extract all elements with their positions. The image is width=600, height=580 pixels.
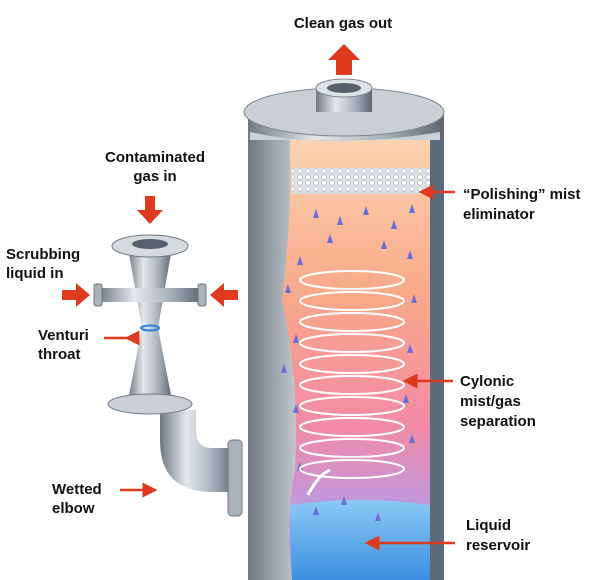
clean-gas-arrow	[328, 44, 360, 75]
label-clean-gas-out: Clean gas out	[294, 15, 392, 32]
label-separation-2: mist/gas	[460, 393, 521, 410]
liquid-in-left-arrow	[62, 283, 90, 307]
label-venturi-throat-1: Venturi	[38, 327, 89, 344]
spiral-loop	[299, 417, 405, 437]
label-wetted-elbow-2: elbow	[52, 500, 95, 517]
droplet-icon	[327, 234, 333, 243]
liquid-in-right-arrow	[210, 283, 238, 307]
venturi-body	[128, 248, 172, 400]
label-separation-3: separation	[460, 413, 536, 430]
swirl-arrow	[306, 468, 331, 496]
label-reservoir-2: reservoir	[466, 537, 530, 554]
column-interior	[282, 140, 430, 580]
droplet-icon	[313, 506, 319, 515]
spiral-loop	[299, 438, 405, 458]
flow-arrows	[62, 44, 455, 551]
gas-in-arrow	[137, 196, 163, 224]
label-wetted-elbow-1: Wetted	[52, 481, 102, 498]
droplet-icon	[381, 240, 387, 249]
droplet-icon	[391, 220, 397, 229]
droplet-icon	[281, 364, 287, 373]
label-scrubbing-liquid-1: Scrubbing	[6, 246, 80, 263]
throat-ring	[140, 324, 160, 332]
droplet-icon	[411, 294, 417, 303]
droplet-icon	[341, 496, 347, 505]
label-reservoir-1: Liquid	[466, 517, 511, 534]
droplet-icon	[337, 216, 343, 225]
label-contaminated-gas-in-1: Contaminated	[105, 149, 205, 166]
spiral-loop	[299, 312, 405, 332]
spiral-loop	[299, 270, 405, 290]
cyclonic-spiral	[299, 270, 405, 479]
droplet-icon	[297, 256, 303, 265]
spiral-loop	[299, 291, 405, 311]
label-scrubbing-liquid-2: liquid in	[6, 265, 64, 282]
label-separation-1: Cylonic	[460, 373, 514, 390]
droplet-icon	[409, 434, 415, 443]
label-contaminated-gas-in-2: gas in	[133, 168, 176, 185]
droplet-icon	[409, 204, 415, 213]
spiral-loop	[299, 396, 405, 416]
droplet-icon	[375, 512, 381, 521]
droplet-icon	[363, 206, 369, 215]
droplet-icon	[407, 250, 413, 259]
droplet-icon	[313, 209, 319, 218]
droplet-icon	[403, 394, 409, 403]
spiral-loop	[299, 459, 405, 479]
spiral-loop	[299, 354, 405, 374]
droplets	[281, 204, 417, 521]
label-mist-eliminator-2: eliminator	[463, 206, 535, 223]
venturi-scrubber	[93, 234, 243, 517]
droplet-icon	[285, 284, 291, 293]
droplet-icon	[293, 334, 299, 343]
liquid-reservoir	[290, 500, 430, 580]
droplet-icon	[407, 344, 413, 353]
wetted-elbow-pipe	[160, 410, 236, 492]
spiral-loop	[299, 333, 405, 353]
mist-eliminator-mesh	[292, 168, 430, 194]
elbow-flange	[227, 439, 243, 517]
separator-column	[243, 78, 445, 580]
label-mist-eliminator-1: “Polishing” mist	[463, 186, 581, 203]
label-venturi-throat-2: throat	[38, 346, 81, 363]
droplet-icon	[297, 462, 303, 471]
droplet-icon	[293, 404, 299, 413]
